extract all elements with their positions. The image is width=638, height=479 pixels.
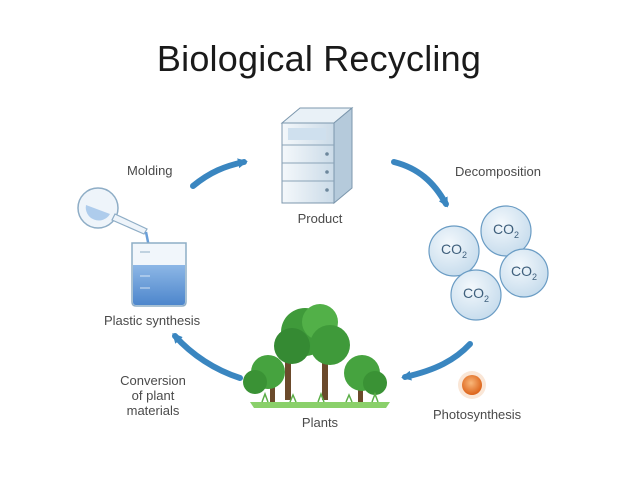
label-molding: Molding — [127, 163, 173, 178]
co2-bubble-bottom — [450, 269, 502, 321]
beaker-icon — [131, 242, 187, 307]
co2-label-bottom: CO2 — [462, 285, 489, 304]
co2-label-top: CO2 — [492, 221, 519, 240]
arrow-photosynthesis-to-plants — [401, 341, 473, 381]
label-product: Product — [297, 211, 343, 226]
arrow-plants-to-synthesis — [172, 333, 243, 381]
co2-label-left: CO2 — [440, 241, 467, 260]
co2-label-right: CO2 — [510, 263, 537, 282]
co2-bubble-top — [480, 205, 532, 257]
label-plants: Plants — [301, 415, 339, 430]
label-conversion: Conversion of plant materials — [120, 373, 186, 418]
label-decomposition: Decomposition — [455, 164, 541, 179]
page-title: Biological Recycling — [156, 38, 482, 79]
co2-bubble-left — [428, 225, 480, 277]
product-icon — [280, 106, 354, 205]
sun-icon — [458, 371, 486, 399]
plants-icon — [243, 304, 390, 408]
arrow-product-to-decomposition — [391, 159, 449, 208]
co2-bubble-right — [499, 248, 549, 298]
arrow-molding-to-product — [190, 158, 248, 189]
label-plastic-synthesis: Plastic synthesis — [104, 313, 201, 328]
label-photosynthesis: Photosynthesis — [433, 407, 522, 422]
